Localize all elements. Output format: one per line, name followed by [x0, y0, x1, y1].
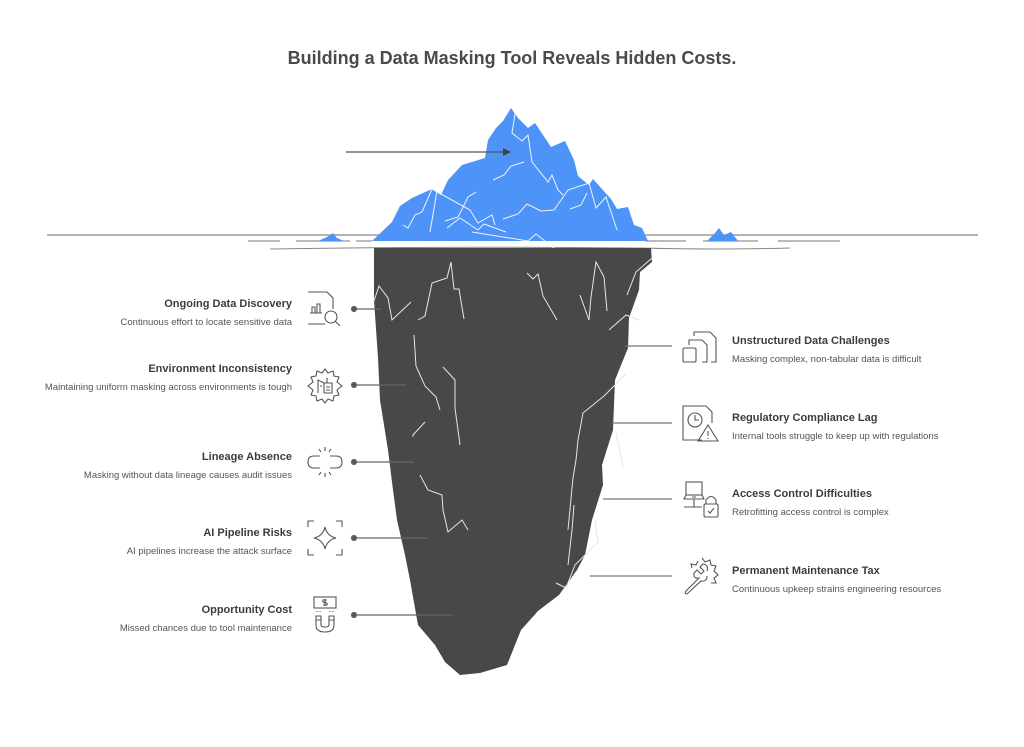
item-ongoing-data-discovery: Ongoing Data Discovery Continuous effort…	[60, 297, 292, 329]
item-title: Lineage Absence	[201, 451, 292, 463]
item-description: Masking without data lineage causes audi…	[83, 470, 292, 481]
item-description: Masking complex, non-tabular data is dif…	[732, 354, 922, 365]
item-description: Maintaining uniform masking across envir…	[44, 382, 292, 393]
item-title: Environment Inconsistency	[148, 363, 292, 375]
item-unstructured-data-challenges: Unstructured Data Challenges Masking com…	[732, 334, 1002, 366]
money-magnet-icon	[313, 596, 337, 633]
item-title: AI Pipeline Risks	[203, 527, 292, 539]
iceberg-body	[373, 248, 653, 675]
item-opportunity-cost: Opportunity Cost Missed chances due to t…	[40, 603, 292, 635]
item-title: Regulatory Compliance Lag	[732, 412, 878, 424]
item-description: Continuous effort to locate sensitive da…	[120, 317, 292, 328]
page-title: Building a Data Masking Tool Reveals Hid…	[287, 48, 737, 68]
item-description: Retrofitting access control is complex	[732, 507, 889, 518]
item-title: Unstructured Data Challenges	[732, 335, 890, 347]
item-ai-pipeline-risks: AI Pipeline Risks AI pipelines increase …	[40, 526, 292, 558]
item-environment-inconsistency: Environment Inconsistency Maintaining un…	[40, 362, 292, 394]
gear-building-icon	[307, 368, 343, 404]
item-lineage-absence: Lineage Absence Masking without data lin…	[40, 450, 292, 482]
item-description: Continuous upkeep strains engineering re…	[732, 584, 942, 595]
computer-lock-icon	[683, 481, 719, 518]
item-access-control-difficulties: Access Control Difficulties Retrofitting…	[732, 487, 1002, 519]
item-description: AI pipelines increase the attack surface	[126, 546, 292, 557]
item-title: Permanent Maintenance Tax	[732, 565, 880, 577]
wrench-gear-icon	[684, 557, 719, 595]
item-title: Opportunity Cost	[201, 604, 292, 616]
item-description: Internal tools struggle to keep up with …	[732, 431, 939, 442]
sparkle-frame-icon	[307, 520, 343, 556]
item-permanent-maintenance-tax: Permanent Maintenance Tax Continuous upk…	[732, 564, 1002, 596]
document-clock-warning-icon	[682, 405, 719, 442]
item-title: Ongoing Data Discovery	[164, 298, 292, 310]
iceberg-tip	[372, 107, 648, 250]
broken-link-icon	[307, 447, 343, 477]
item-title: Access Control Difficulties	[732, 488, 872, 500]
item-regulatory-compliance-lag: Regulatory Compliance Lag Internal tools…	[732, 411, 1002, 443]
document-chart-search-icon	[308, 291, 341, 327]
item-description: Missed chances due to tool maintenance	[119, 623, 292, 634]
stacked-documents-icon	[682, 331, 717, 363]
